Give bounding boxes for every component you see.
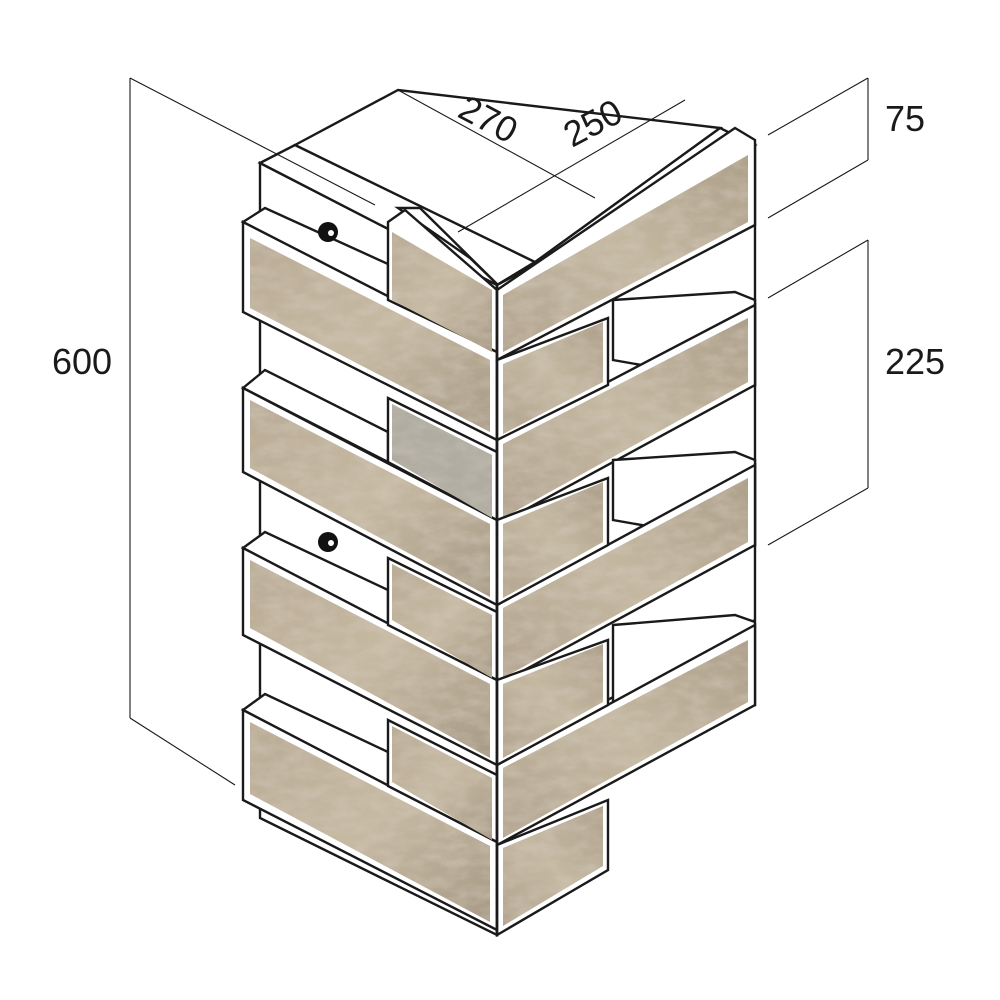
thickness-label: 75 bbox=[885, 98, 925, 139]
top-surface bbox=[292, 88, 724, 264]
screw-hole-icon bbox=[318, 532, 338, 552]
height-total-label: 600 bbox=[52, 341, 112, 382]
screw-hole-icon bbox=[318, 222, 338, 242]
course-height-label: 225 bbox=[885, 341, 945, 382]
dimension-lines bbox=[129, 77, 869, 786]
mounting-holes bbox=[318, 222, 338, 552]
right-bricks bbox=[495, 126, 757, 938]
left-bricks bbox=[240, 206, 499, 932]
